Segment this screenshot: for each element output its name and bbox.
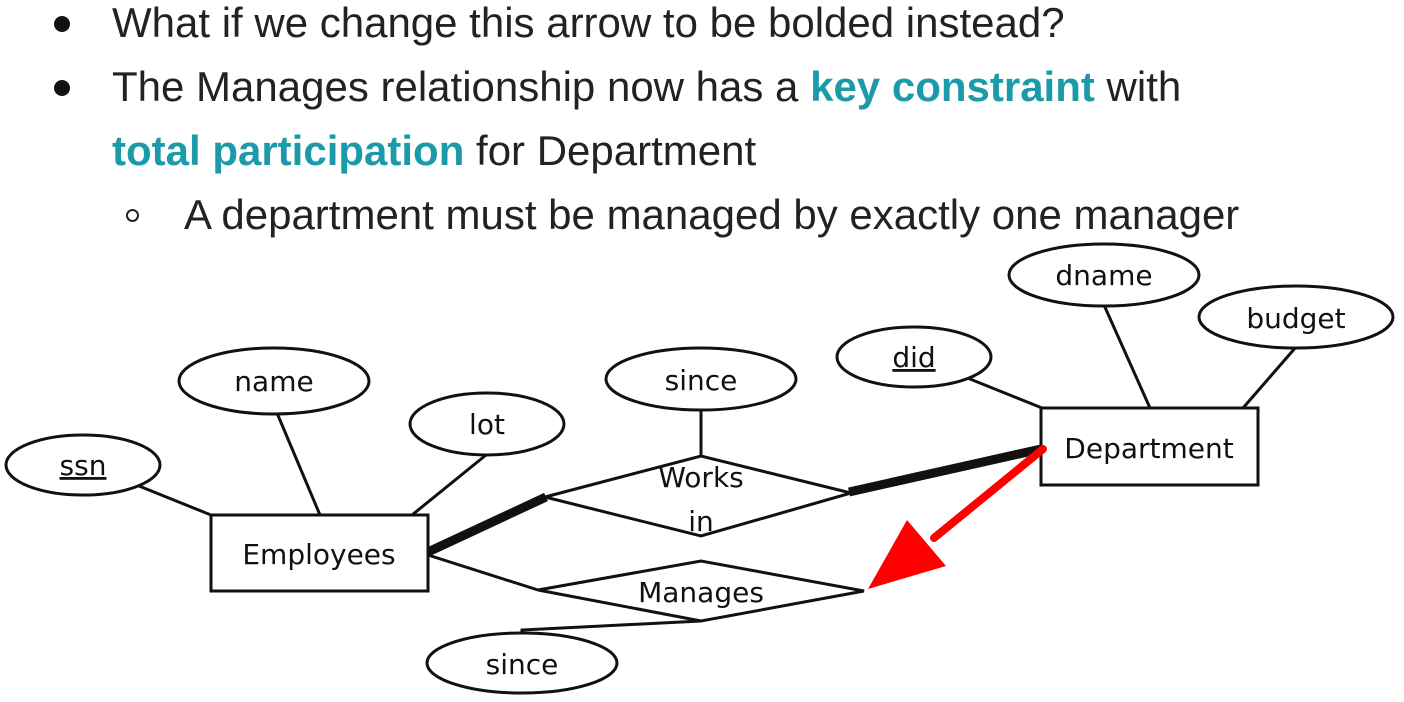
connector-name xyxy=(275,412,322,516)
attr-name-ellipse xyxy=(177,346,371,416)
bold-line-employees-works-in xyxy=(426,492,548,557)
connector-dname xyxy=(1102,304,1152,409)
connector-ssn xyxy=(138,484,212,517)
department-entity-box xyxy=(1039,406,1260,487)
attr-name-label: name xyxy=(234,365,313,398)
attr-ssn-label: ssn xyxy=(60,449,107,482)
total-participation-highlight: total participation xyxy=(112,127,465,174)
bullet-2-line-1: The Manages relationship now has a key c… xyxy=(112,63,1181,111)
bullet-dot-2 xyxy=(54,80,70,96)
key-constraint-highlight: key constraint xyxy=(810,63,1095,110)
attr-did-ellipse xyxy=(835,325,993,389)
attr-manages-since-label: since xyxy=(486,648,559,681)
sub-bullet: A department must be managed by exactly … xyxy=(184,191,1239,239)
attr-lot-ellipse xyxy=(408,391,566,457)
attr-dname-label: dname xyxy=(1055,259,1152,292)
red-arrow xyxy=(868,445,1047,589)
attr-works-since-ellipse xyxy=(604,346,798,412)
attr-did-label: did xyxy=(892,341,935,374)
connector-employees-manages xyxy=(427,553,539,592)
employees-entity-box xyxy=(209,513,430,593)
attr-budget-ellipse xyxy=(1197,284,1395,350)
bullet-2-text-pre: The Manages relationship now has a xyxy=(112,63,811,110)
works-in-label-line-1: Works xyxy=(658,461,744,494)
bullet-1-text: What if we change this arrow to be bolde… xyxy=(112,0,1065,46)
bullet-1: What if we change this arrow to be bolde… xyxy=(112,0,1065,47)
employees-label: Employees xyxy=(242,538,395,571)
connector-lot xyxy=(411,453,487,517)
bold-line-department-works-in xyxy=(848,444,1042,497)
department-label: Department xyxy=(1064,432,1233,465)
manages-label: Manages xyxy=(638,576,764,609)
attr-dname-ellipse xyxy=(1007,242,1201,308)
bullet-dot-1 xyxy=(54,16,70,32)
works-in-label-line-2: in xyxy=(688,505,714,538)
works-in-diamond xyxy=(544,454,857,538)
connector-did xyxy=(964,375,1043,410)
attr-lot-label: lot xyxy=(469,408,505,441)
attr-ssn-ellipse xyxy=(4,433,162,497)
connector-budget xyxy=(1241,346,1298,409)
attr-budget-label: budget xyxy=(1246,302,1345,335)
attr-works-since-label: since xyxy=(665,364,738,397)
attr-manages-since-ellipse xyxy=(425,631,619,695)
sub-bullet-ring xyxy=(126,209,139,222)
bullet-2-line-2: total participation for Department xyxy=(112,127,756,175)
manages-diamond xyxy=(537,559,865,623)
sub-bullet-text: A department must be managed by exactly … xyxy=(184,191,1240,238)
bullet-2-text-post: for Department xyxy=(464,127,757,174)
bullet-2-text-mid: with xyxy=(1094,63,1182,110)
